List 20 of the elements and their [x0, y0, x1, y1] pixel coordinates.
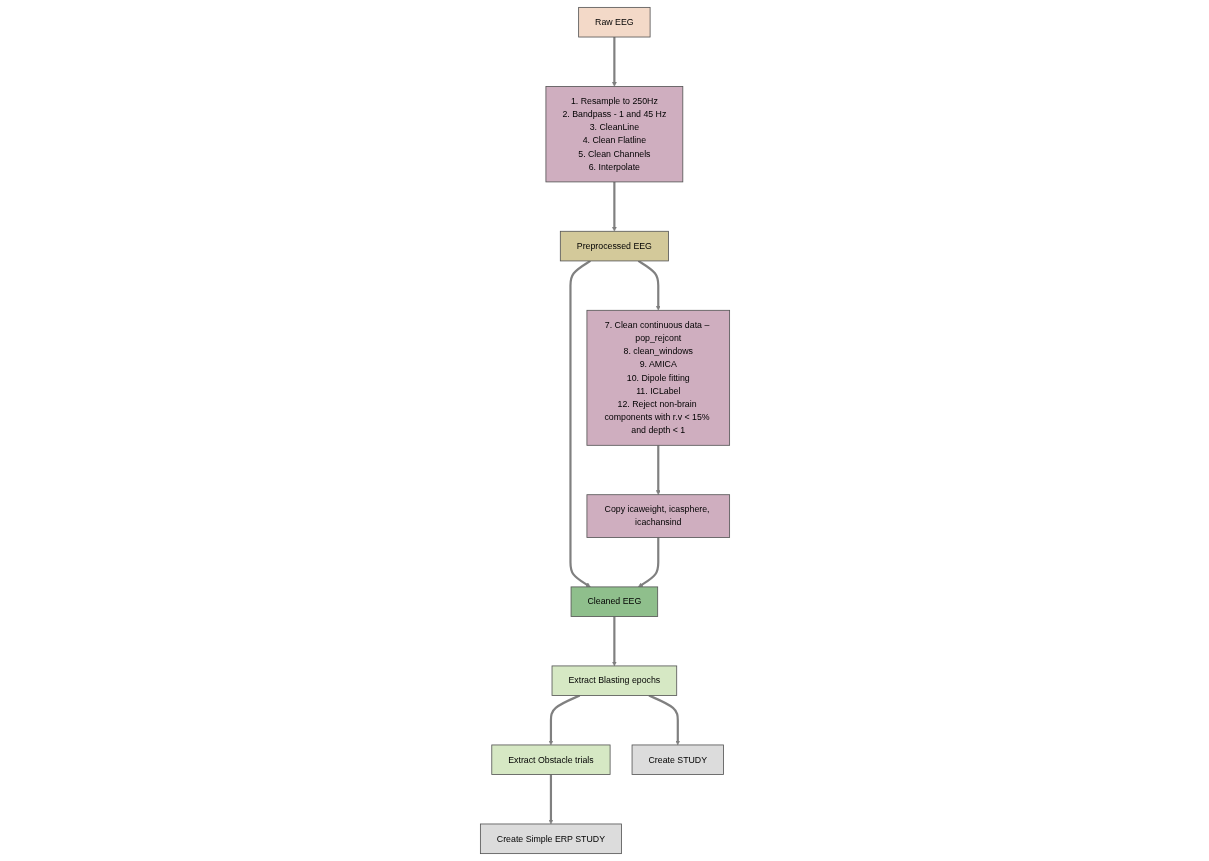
node-box: 7. Clean continuous data – pop_rejcont 8. clean_windows 9. AMICA 10. Dipole fitting 11. ICLabel 12. Reject non-brain components with r.v < 15% and depth < 1	[586, 309, 730, 446]
node-box: Create Simple ERP STUDY	[479, 823, 622, 854]
node-box: Extract Obstacle trials	[490, 744, 610, 775]
arrow	[611, 181, 617, 232]
arrow	[637, 260, 661, 311]
arrow	[637, 537, 659, 588]
arrow	[611, 616, 617, 667]
node-box: Extract Blasting epochs	[551, 665, 677, 696]
node-box: 1. Resample to 250Hz 2. Bandpass - 1 and 45 Hz 3. CleanLine 4. Clean Flatline 5. Clean Channels 6. Interpolate	[545, 86, 683, 183]
node-box: Create STUDY	[631, 744, 724, 775]
arrow	[568, 260, 591, 588]
arrow	[611, 37, 617, 87]
node-box: Raw EEG	[577, 6, 650, 38]
arrow	[548, 694, 580, 746]
arrow	[648, 694, 680, 746]
node-box: Cleaned EEG	[570, 586, 658, 617]
arrow	[655, 445, 661, 495]
arrow	[548, 774, 553, 825]
node-box: Copy icaweight, icasphere, icachansind	[586, 494, 730, 538]
node-box: Preprocessed EEG	[559, 230, 669, 262]
